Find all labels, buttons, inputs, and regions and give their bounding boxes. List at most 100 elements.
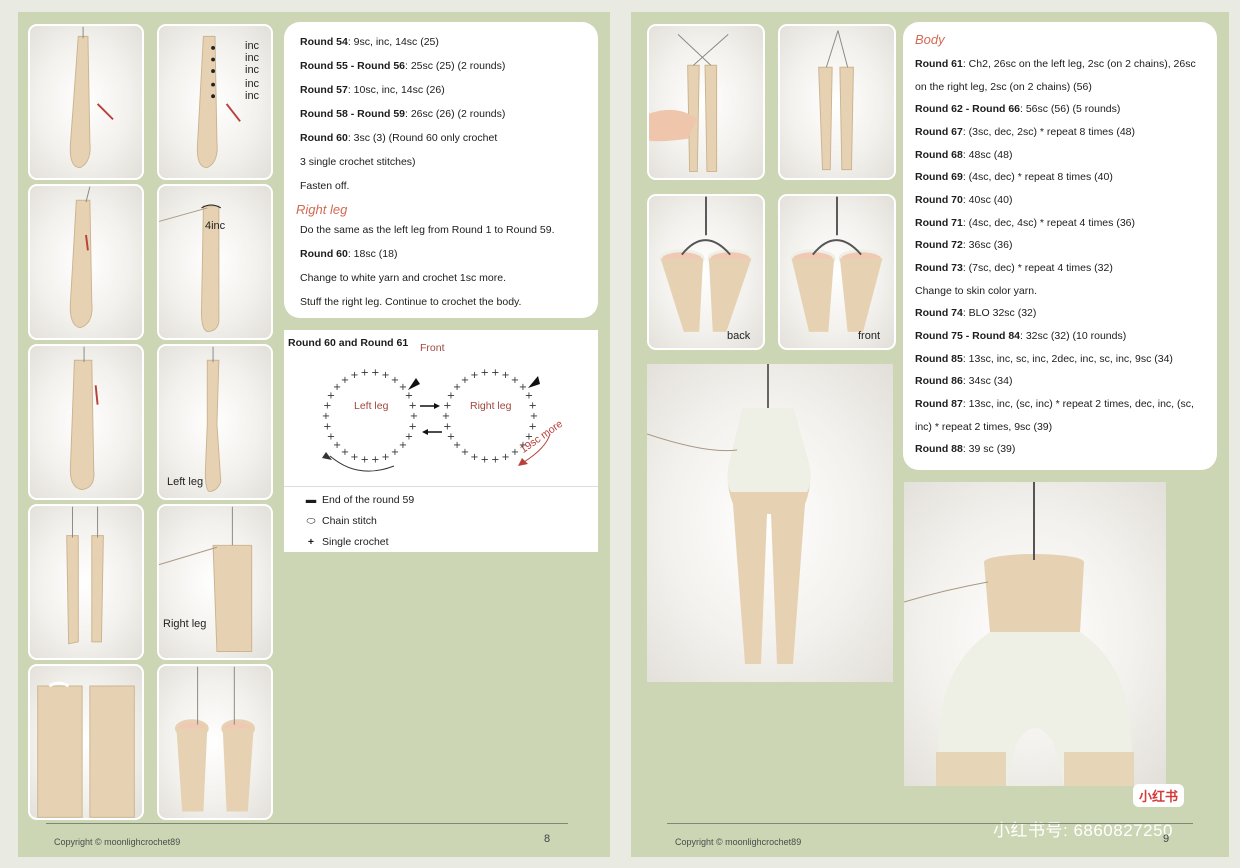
photo-leg-4-4inc: 4inc (157, 184, 273, 340)
stitch-mark: + (327, 391, 335, 402)
pattern-line-r68: Round 68: 48sc (48) (915, 149, 1013, 161)
stitch-mark: + (361, 367, 369, 378)
pattern-line-stuff: Stuff the right leg. Continue to crochet… (300, 296, 522, 308)
photo-leg-3 (28, 184, 144, 340)
page-number-8: 8 (544, 833, 551, 845)
pattern-line-r72: Round 72: 36sc (36) (915, 239, 1013, 251)
pattern-line-white: Change to white yarn and crochet 1sc mor… (300, 272, 507, 284)
stitch-mark: + (529, 401, 537, 412)
pattern-line-r75-84: Round 75 - Round 84: 32sc (32) (10 round… (915, 330, 1127, 342)
photo-torso (904, 482, 1166, 786)
stitch-mark: + (491, 367, 499, 378)
stitch-mark: + (519, 440, 527, 451)
stitch-mark: + (529, 422, 537, 433)
pattern-line-r60-cont: 3 single crochet stitches) (300, 156, 416, 168)
pattern-line-r62-66: Round 62 - Round 66: 56sc (56) (5 rounds… (915, 103, 1121, 115)
stitch-mark: + (341, 447, 349, 458)
round-diagram: Round 60 and Round 61 ++++++++++++++++++… (284, 330, 598, 552)
photo-legs-closeup (28, 664, 144, 820)
stitch-mark: + (525, 431, 533, 442)
page-number-9: 9 (1163, 833, 1170, 845)
stitch-mark: + (511, 375, 519, 386)
stitch-mark: + (361, 455, 369, 466)
stitch-mark: + (409, 401, 417, 412)
pattern-line-r54: Round 54: 9sc, inc, 14sc (25) (300, 36, 439, 48)
left-leg-label: Left leg (167, 476, 204, 488)
pattern-card-legs: Round 54: 9sc, inc, 14sc (25) Round 55 -… (284, 22, 598, 318)
inc-label-4: inc (245, 78, 260, 90)
back-label: back (727, 330, 751, 342)
stitch-mark: + (327, 431, 335, 442)
photo-legs-hand (647, 24, 765, 180)
photo-left-leg: Left leg (157, 344, 273, 500)
diagram-right-leg-label: Right leg (470, 400, 512, 412)
four-inc-label: 4inc (205, 220, 226, 232)
page-8: inc inc inc inc inc 4inc Left leg Right … (18, 12, 610, 857)
photo-leg-2-inc-markers: inc inc inc inc inc (157, 24, 273, 180)
stitch-mark: + (461, 375, 469, 386)
diagram-title: Round 60 and Round 61 (288, 337, 409, 349)
pattern-line-r88: Round 88: 39 sc (39) (915, 443, 1016, 455)
pattern-line-r69: Round 69: (4sc, dec) * repeat 8 times (4… (915, 171, 1113, 183)
stitch-mark: + (405, 431, 413, 442)
stitch-mark: + (350, 452, 358, 463)
stitch-mark: + (453, 440, 461, 451)
photo-legs-top (157, 664, 273, 820)
stitch-mark: + (399, 440, 407, 451)
stitch-mark: + (443, 401, 451, 412)
pattern-line-r74: Round 74: BLO 32sc (32) (915, 307, 1037, 319)
footer-rule (46, 823, 568, 824)
watermark-logo: 小红书 (1133, 784, 1185, 807)
pattern-line-r67: Round 67: (3sc, dec, 2sc) * repeat 8 tim… (915, 126, 1135, 138)
stitch-mark: + (470, 370, 478, 381)
diagram-front-label: Front (420, 342, 445, 354)
diagram-figure: ++++++++++++++++++++++++++ +++++++++++++… (322, 367, 551, 472)
section-right-leg: Right leg (296, 202, 348, 217)
stitch-mark: + (322, 411, 330, 422)
pattern-line-same: Do the same as the left leg from Round 1… (300, 224, 555, 236)
stitch-mark: + (333, 382, 341, 393)
pattern-line-r70: Round 70: 40sc (40) (915, 194, 1013, 206)
stitch-mark: + (525, 391, 533, 402)
stitch-mark: + (530, 411, 538, 422)
stitch-mark: + (323, 401, 331, 412)
stitch-mark: + (461, 447, 469, 458)
pattern-line-r60: Round 60: 3sc (3) (Round 60 only crochet (300, 132, 498, 144)
stitch-mark: + (409, 422, 417, 433)
stitch-mark: + (371, 455, 379, 466)
pattern-line-r87-cont: inc) * repeat 2 times, 9sc (39) (915, 421, 1053, 433)
stitch-mark: + (491, 455, 499, 466)
photo-legs-hanging (778, 24, 896, 180)
copyright-p8: Copyright © moonlighcrochet89 (54, 837, 181, 847)
pattern-line-r58-59: Round 58 - Round 59: 26sc (26) (2 rounds… (300, 108, 506, 120)
stitch-mark: + (511, 447, 519, 458)
stitch-mark: + (443, 422, 451, 433)
pattern-line-r86: Round 86: 34sc (34) (915, 375, 1013, 387)
legend-single-crochet: +Single crochet (307, 536, 389, 548)
pattern-line-r73: Round 73: (7sc, dec) * repeat 4 times (3… (915, 262, 1113, 274)
stitch-mark: + (447, 391, 455, 402)
watermark-id: 小红书号: 6860827250 (993, 821, 1173, 840)
stitch-mark: + (453, 382, 461, 393)
stitch-mark: + (391, 447, 399, 458)
front-label: front (858, 330, 881, 342)
stitch-mark: + (399, 382, 407, 393)
stitch-mark: + (381, 452, 389, 463)
pattern-line-r61-cont: on the right leg, 2sc (on 2 chains) (56) (915, 81, 1092, 93)
stitch-mark: + (447, 431, 455, 442)
pattern-line-change: Change to skin color yarn. (915, 285, 1037, 297)
pattern-line-fasten: Fasten off. (300, 180, 350, 192)
pattern-line-r61: Round 61: Ch2, 26sc on the left leg, 2sc… (915, 58, 1196, 70)
stitch-mark: + (501, 370, 509, 381)
stitch-mark: + (442, 411, 450, 422)
footer-rule-p9 (667, 823, 1193, 824)
pattern-line-r57: Round 57: 10sc, inc, 14sc (26) (300, 84, 445, 96)
photo-body-hips (647, 364, 893, 682)
stitch-mark: + (341, 375, 349, 386)
section-body: Body (915, 32, 945, 47)
photo-back: back (647, 194, 765, 350)
stitch-mark: + (391, 375, 399, 386)
photo-right-leg: Right leg (157, 504, 273, 660)
pattern-line-r55-56: Round 55 - Round 56: 25sc (25) (2 rounds… (300, 60, 506, 72)
stitch-mark: + (405, 391, 413, 402)
